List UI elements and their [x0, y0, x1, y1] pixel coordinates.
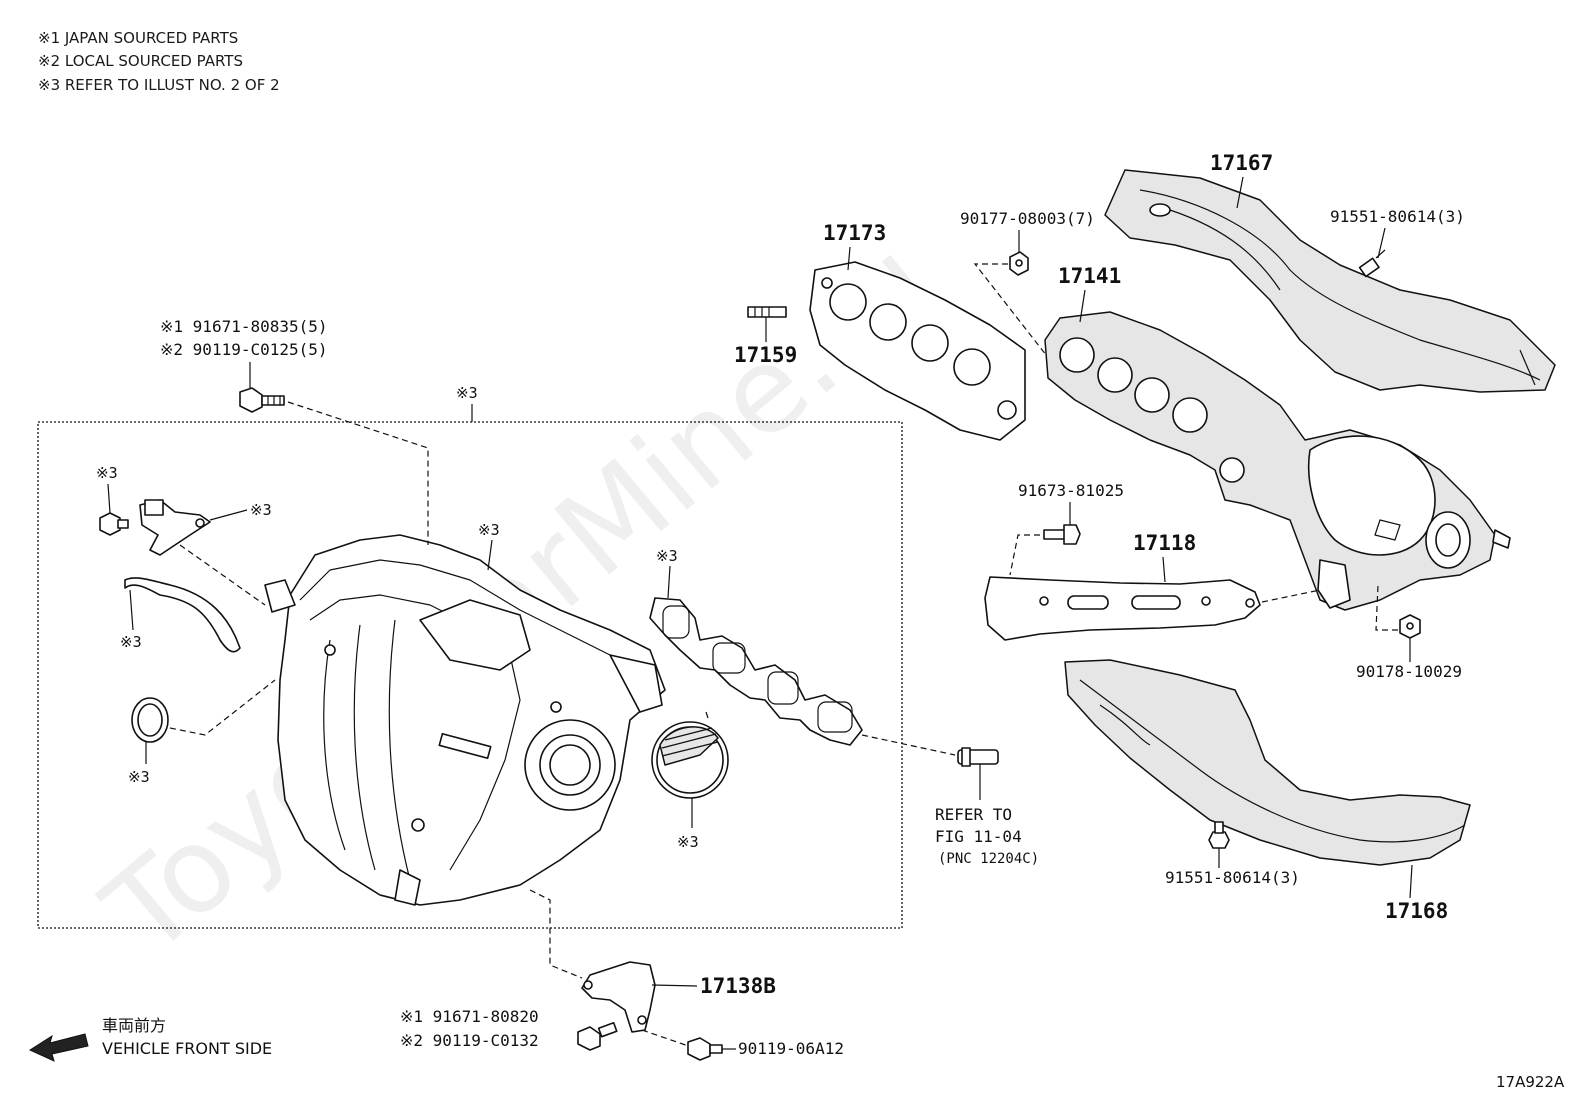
bracket-17138b[interactable] [581, 961, 656, 1033]
manifold-stay-17118[interactable] [984, 576, 1261, 641]
stud-refer-fig[interactable] [957, 747, 999, 767]
bolt-91551-lower[interactable] [1208, 821, 1230, 849]
label-17118: 17118 [1133, 531, 1196, 555]
label-91551-80614-top: 91551-80614(3) [1330, 207, 1465, 226]
bolt-91673[interactable] [1043, 524, 1081, 545]
refer-line-1: REFER TO [935, 805, 1012, 824]
label-90119-c0125: ※2 90119-C0125(5) [160, 340, 328, 359]
label-17173: 17173 [823, 221, 886, 245]
label-17141: 17141 [1058, 264, 1121, 288]
ref-mark-group: ※3 [456, 384, 478, 402]
stud-17159[interactable] [747, 306, 787, 318]
refer-line-2: FIG 11-04 [935, 827, 1022, 846]
note-refer-illust: ※3 REFER TO ILLUST NO. 2 OF 2 [38, 76, 280, 94]
sensor-bolt[interactable] [99, 512, 129, 536]
refer-line-3: (PNC 12204C) [938, 851, 1039, 867]
illustration-code: 17A922A [1496, 1073, 1565, 1091]
bolt-91671-80835[interactable] [239, 387, 285, 413]
label-91673-81025: 91673-81025 [1018, 481, 1124, 500]
label-90178-10029: 90178-10029 [1356, 662, 1462, 681]
direction-en: VEHICLE FRONT SIDE [102, 1039, 272, 1058]
note-japan-sourced: ※1 JAPAN SOURCED PARTS [38, 29, 238, 47]
intake-group-box [37, 421, 903, 929]
throttle-gasket-mesh[interactable] [651, 711, 729, 799]
map-sensor[interactable] [139, 499, 211, 556]
label-17138b: 17138B [700, 974, 776, 998]
label-17159: 17159 [734, 343, 797, 367]
nut-90178[interactable] [1399, 614, 1421, 639]
label-91551-80614-lower: 91551-80614(3) [1165, 868, 1300, 887]
intake-gasket[interactable] [649, 597, 863, 746]
label-17168: 17168 [1385, 899, 1448, 923]
hose[interactable] [124, 577, 241, 653]
ref-mark-throttle-gasket: ※3 [677, 833, 699, 851]
label-91671-80820: ※1 91671-80820 [400, 1007, 539, 1026]
label-90119-06a12: 90119-06A12 [738, 1039, 844, 1058]
label-91671-80835: ※1 91671-80835(5) [160, 317, 328, 336]
exhaust-manifold-17141[interactable] [1044, 311, 1511, 611]
note-local-sourced: ※2 LOCAL SOURCED PARTS [38, 52, 243, 70]
heat-insulator-upper-17167[interactable] [1104, 169, 1556, 393]
o-ring-small[interactable] [131, 697, 169, 743]
label-90177-08003: 90177-08003(7) [960, 209, 1095, 228]
intake-manifold[interactable] [264, 534, 666, 906]
label-90119-c0132: ※2 90119-C0132 [400, 1031, 539, 1050]
ref-mark-sensor: ※3 [250, 501, 272, 519]
ref-mark-manifold: ※3 [478, 521, 500, 539]
front-arrow-icon [28, 1033, 89, 1062]
ref-mark-sensor-bolt: ※3 [96, 464, 118, 482]
exhaust-gasket-17173[interactable] [809, 261, 1026, 441]
bolt-91671-80820[interactable] [577, 1021, 618, 1051]
ref-mark-gasket: ※3 [656, 547, 678, 565]
notes-legend: ※1 JAPAN SOURCED PARTS ※2 LOCAL SOURCED … [38, 29, 280, 94]
ref-mark-o-ring: ※3 [128, 768, 150, 786]
heat-insulator-lower-17168[interactable] [1064, 659, 1471, 866]
nut-90177[interactable] [1009, 251, 1029, 276]
ref-mark-hose: ※3 [120, 633, 142, 651]
bolt-91551-top[interactable] [1358, 249, 1386, 278]
label-17167: 17167 [1210, 151, 1273, 175]
bolt-90119-06a12[interactable] [687, 1037, 723, 1061]
direction-jp: 車両前方 [102, 1016, 166, 1035]
